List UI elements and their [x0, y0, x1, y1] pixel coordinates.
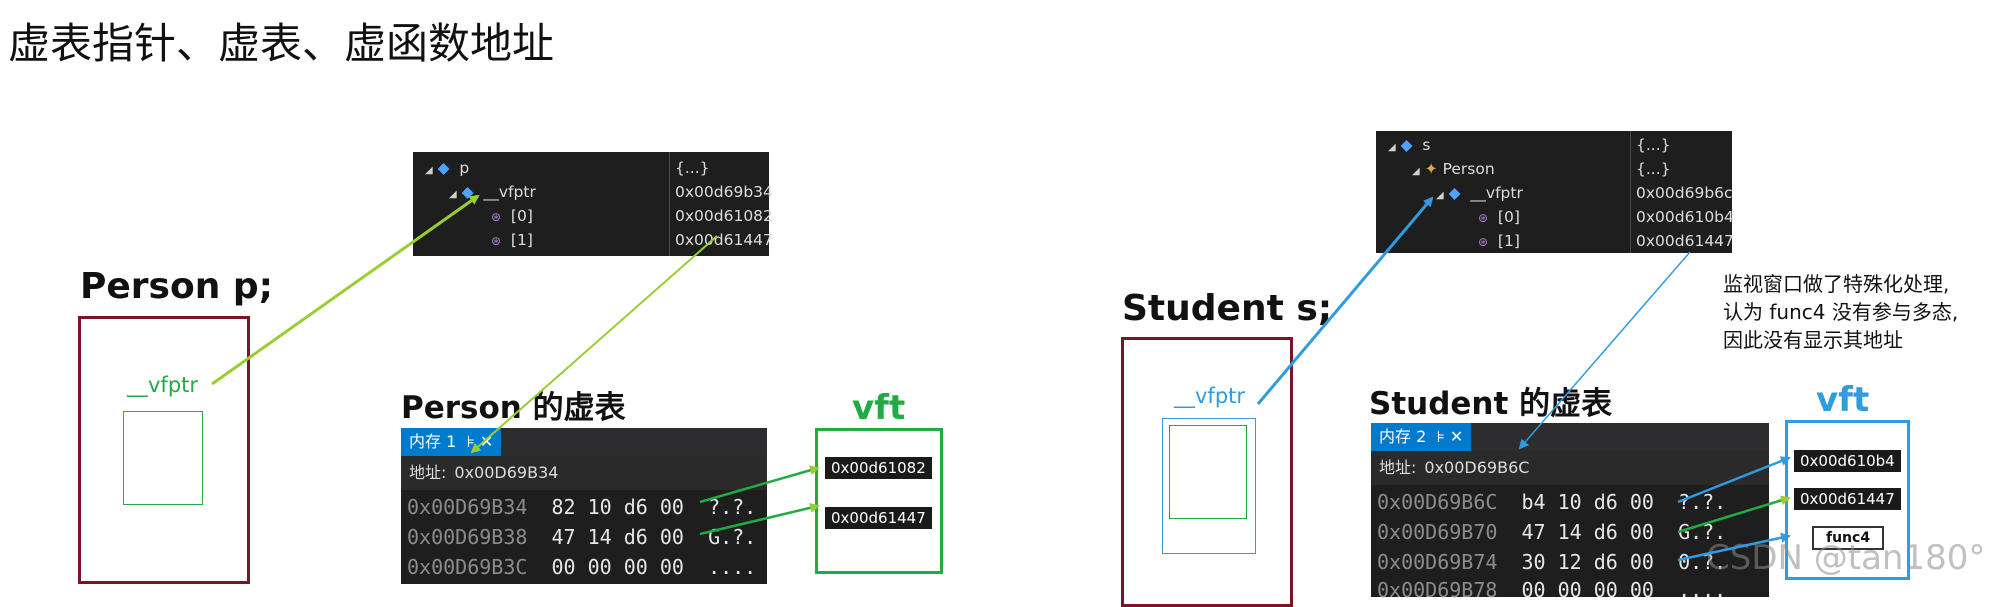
memory-line: 0x00D69B34 82 10 d6 00 ?.?.	[407, 495, 757, 519]
watch-row-s[interactable]: ◢ ◆ s {...}	[1376, 133, 1732, 157]
expand-triangle-icon[interactable]: ◢	[1388, 142, 1396, 153]
watch-row-vfptr[interactable]: ◢ ◆ __vfptr 0x00d69b34	[413, 180, 773, 204]
watch-value: 0x00d610b4	[1636, 208, 1734, 226]
arrow-watch-to-memory	[470, 235, 718, 454]
memory-tab[interactable]: 内存 2 ⊧ ✕	[1371, 423, 1472, 451]
memory-line: 0x00D69B38 47 14 d6 00 G.?.	[407, 525, 757, 549]
watch-name: Person	[1442, 160, 1495, 178]
address-input[interactable]: 0x00D69B6C	[1424, 458, 1530, 477]
vft-entry: 0x00d610b4	[1794, 450, 1901, 472]
expand-triangle-icon[interactable]: ◢	[1436, 190, 1444, 201]
arrow-mem-to-vft-1	[699, 502, 820, 536]
person-vft-box: 0x00d61082 0x00d61447	[815, 428, 943, 574]
arrow-watch-to-memory	[1518, 251, 1691, 450]
watch-row-index-1[interactable]: ⊛ [1] 0x00d61447	[1376, 229, 1734, 253]
watch-value: 0x00d69b34	[675, 183, 773, 201]
watch-row-index-0[interactable]: ⊛ [0] 0x00d61082	[413, 204, 773, 228]
watch-row-index-1[interactable]: ⊛ [1] 0x00d61447	[413, 228, 773, 252]
watch-value: 0x00d69b6c	[1636, 184, 1733, 202]
arrow-mem-to-func4	[1677, 532, 1791, 562]
element-icon: ⊛	[1478, 211, 1489, 225]
person-vfptr-label: __vfptr	[127, 373, 199, 397]
pin-icon[interactable]: ⊧	[466, 432, 475, 451]
student-vfptr-slot-inner	[1169, 425, 1247, 519]
person-watch-window: ◢ ◆ p {...} ◢ ◆ __vfptr 0x00d69b34 ⊛ [0]…	[413, 152, 773, 256]
watch-name: [0]	[510, 207, 533, 225]
memory-line: 0x00D69B3C 00 00 00 00 ....	[407, 555, 757, 579]
watch-value: 0x00d61447	[675, 231, 773, 249]
student-vft-title: vft	[1816, 380, 1870, 420]
watch-name: p	[459, 159, 470, 177]
student-vfptr-slot-outer	[1162, 418, 1256, 554]
vft-entry: 0x00d61082	[825, 457, 932, 479]
watch-name: __vfptr	[1470, 184, 1523, 202]
arrow-mem-to-vft-0	[1677, 456, 1791, 504]
memory-line: 0x00D69B70 47 14 d6 00 G.?.	[1377, 520, 1727, 544]
person-vtable-label: Person 的虚表	[401, 390, 626, 426]
arrow-vfptr-to-watch	[211, 194, 480, 386]
student-vfptr-label: __vfptr	[1174, 384, 1246, 408]
watch-name: __vfptr	[483, 183, 536, 201]
element-icon: ⊛	[491, 234, 502, 248]
memory-tab-bar: 内存 2 ⊧ ✕	[1371, 423, 1769, 451]
memory-tab[interactable]: 内存 1 ⊧ ✕	[401, 428, 502, 456]
arrow-vfptr-to-watch	[1256, 196, 1434, 405]
watch-row-p[interactable]: ◢ ◆ p {...}	[413, 156, 769, 180]
person-memory-window: 内存 1 ⊧ ✕ 地址: 0x00D69B34 0x00D69B34 82 10 …	[401, 428, 767, 584]
person-object-box: __vfptr	[78, 316, 250, 584]
watch-column-separator	[1630, 131, 1631, 253]
address-label: 地址:	[409, 463, 447, 482]
person-object-label: Person p;	[80, 266, 274, 307]
address-input[interactable]: 0x00D69B34	[454, 463, 559, 482]
memory-address-bar[interactable]: 地址: 0x00D69B6C	[1371, 451, 1769, 485]
memory-address-bar[interactable]: 地址: 0x00D69B34	[401, 456, 767, 490]
watch-value: 0x00d61447	[1636, 232, 1734, 250]
expand-triangle-icon[interactable]: ◢	[1412, 166, 1420, 177]
student-object-label: Student s;	[1122, 288, 1333, 329]
watch-note: 监视窗口做了特殊化处理, 认为 func4 没有参与多态, 因此没有显示其地址	[1723, 272, 1959, 352]
object-cube-icon: ◆	[1448, 184, 1461, 202]
close-icon[interactable]: ✕	[1449, 427, 1464, 446]
object-cube-icon: ◆	[1400, 136, 1413, 154]
vft-entry: 0x00d61447	[825, 507, 932, 529]
watch-column-separator	[669, 152, 670, 256]
object-cube-icon: ◆	[461, 183, 474, 201]
watch-value: 0x00d61082	[675, 207, 773, 225]
person-vfptr-slot	[123, 411, 203, 505]
person-vft-title: vft	[852, 388, 906, 428]
expand-triangle-icon[interactable]: ◢	[425, 165, 433, 176]
pin-icon[interactable]: ⊧	[1436, 427, 1445, 446]
watch-value: {...}	[1636, 136, 1671, 154]
student-vtable-label: Student 的虚表	[1369, 386, 1613, 422]
base-class-icon: ✦	[1424, 160, 1438, 178]
func4-entry: func4	[1812, 526, 1885, 550]
memory-line: 0x00D69B6C b4 10 d6 00 ?.?.	[1377, 490, 1727, 514]
watch-name: [0]	[1497, 208, 1520, 226]
address-label: 地址:	[1379, 458, 1417, 477]
expand-triangle-icon[interactable]: ◢	[449, 189, 457, 200]
watch-name: [1]	[1497, 232, 1520, 250]
vft-entry: 0x00d61447	[1794, 488, 1901, 510]
object-cube-icon: ◆	[437, 159, 450, 177]
watch-row-index-0[interactable]: ⊛ [0] 0x00d610b4	[1376, 205, 1734, 229]
watch-value: {...}	[1636, 160, 1671, 178]
student-watch-window: ◢ ◆ s {...} ◢ ✦ Person {...} ◢ ◆ __vfptr…	[1376, 131, 1734, 253]
arrow-mem-to-vft-0	[699, 465, 820, 504]
watch-name: s	[1422, 136, 1431, 154]
memory-tab-bar: 内存 1 ⊧ ✕	[401, 428, 767, 456]
watch-row-person[interactable]: ◢ ✦ Person {...}	[1376, 157, 1732, 181]
watch-row-vfptr[interactable]: ◢ ◆ __vfptr 0x00d69b6c	[1376, 181, 1733, 205]
element-icon: ⊛	[1478, 235, 1489, 249]
student-vft-box: 0x00d610b4 0x00d61447 func4	[1785, 420, 1910, 580]
page-title: 虚表指针、虚表、虚函数地址	[8, 19, 555, 68]
watch-value: {...}	[675, 159, 710, 177]
arrow-mem-to-vft-1	[1677, 495, 1791, 534]
watch-name: [1]	[510, 231, 533, 249]
element-icon: ⊛	[491, 210, 502, 224]
